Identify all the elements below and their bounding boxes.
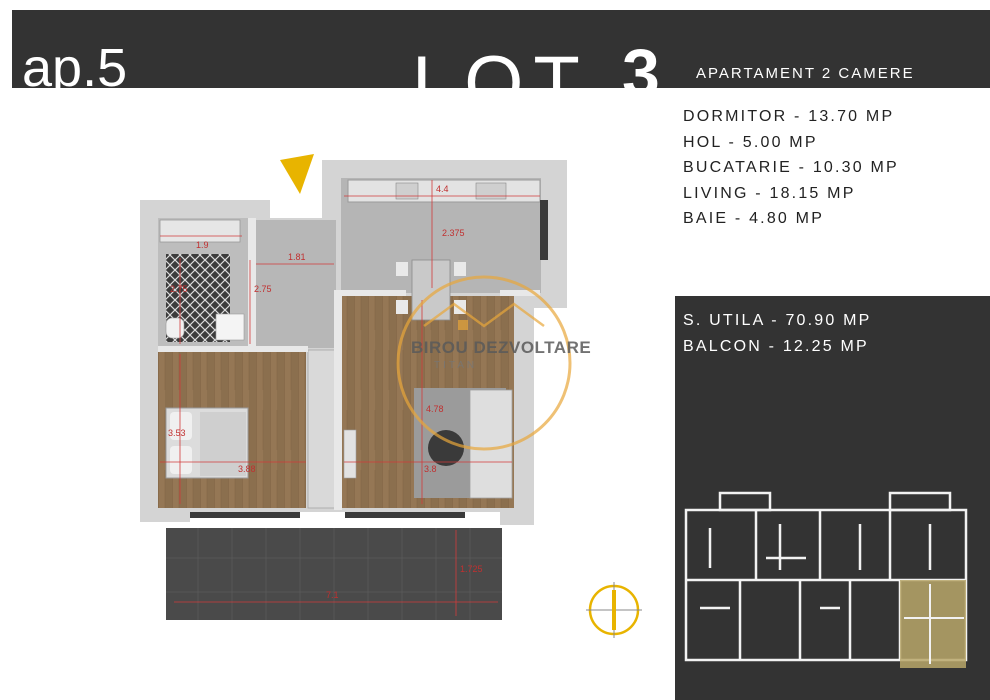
dining-table	[411, 259, 451, 321]
room-area-bedroom: DORMITOR - 13.70 MP	[683, 108, 895, 125]
dim-living-width: 3.8	[424, 464, 437, 474]
watermark-logo	[396, 275, 572, 451]
room-area-kitchen: BUCATARIE - 10.30 MP	[683, 159, 899, 176]
dim-bedroom-depth: 3.53	[168, 428, 186, 438]
coffee-table	[428, 430, 464, 466]
dim-bedroom-width: 3.88	[238, 464, 256, 474]
watermark-sub: TITAN	[434, 360, 478, 371]
room-area-list: DORMITOR - 13.70 MP HOL - 5.00 MP BUCATA…	[683, 104, 899, 232]
room-area-bathroom: BAIE - 4.80 MP	[683, 210, 825, 227]
watermark-name: BIROU DEZVOLTARE	[411, 338, 592, 357]
wardrobe	[307, 349, 337, 509]
dim-kitchen-width: 4.4	[436, 184, 449, 194]
balcony-area: BALCON - 12.25 MP	[683, 338, 869, 355]
highlighted-unit	[900, 580, 966, 668]
north-compass-icon	[586, 582, 642, 638]
floor-plan: 4.4 2.375 1.9 2.75 2.75 1.81 4.78 3.8 3.…	[140, 154, 567, 620]
dim-kitchen-depth: 2.375	[442, 228, 465, 238]
sofa	[469, 389, 513, 499]
dim-hall-width: 1.81	[288, 252, 306, 262]
balcony-floor	[166, 528, 502, 620]
apartment-number: ap.5	[22, 38, 128, 88]
dim-balcony-depth: 1.725	[460, 564, 483, 574]
hall-floor	[254, 220, 336, 348]
lot-label: LOT	[412, 41, 590, 89]
dim-bath-depth: 2.75	[170, 284, 188, 294]
summary-panel: S. UTILA - 70.90 MP BALCON - 12.25 MP	[675, 296, 990, 700]
dim-living-depth: 4.78	[426, 404, 444, 414]
header-bar: ap.5 LOT 3 APARTAMENT 2 CAMERE	[12, 10, 990, 88]
dim-bath-width: 1.9	[196, 240, 209, 250]
usable-area: S. UTILA - 70.90 MP	[683, 312, 872, 329]
building-key-plan	[684, 491, 968, 668]
room-area-hall: HOL - 5.00 MP	[683, 133, 818, 151]
lot-number: 3	[622, 35, 660, 88]
apartment-type: APARTAMENT 2 CAMERE	[696, 65, 915, 82]
dim-hall-depth: 2.75	[254, 284, 272, 294]
room-area-living: LIVING - 18.15 MP	[683, 184, 856, 202]
dim-balcony-width: 7.1	[326, 590, 339, 600]
entrance-arrow-icon	[280, 154, 314, 194]
